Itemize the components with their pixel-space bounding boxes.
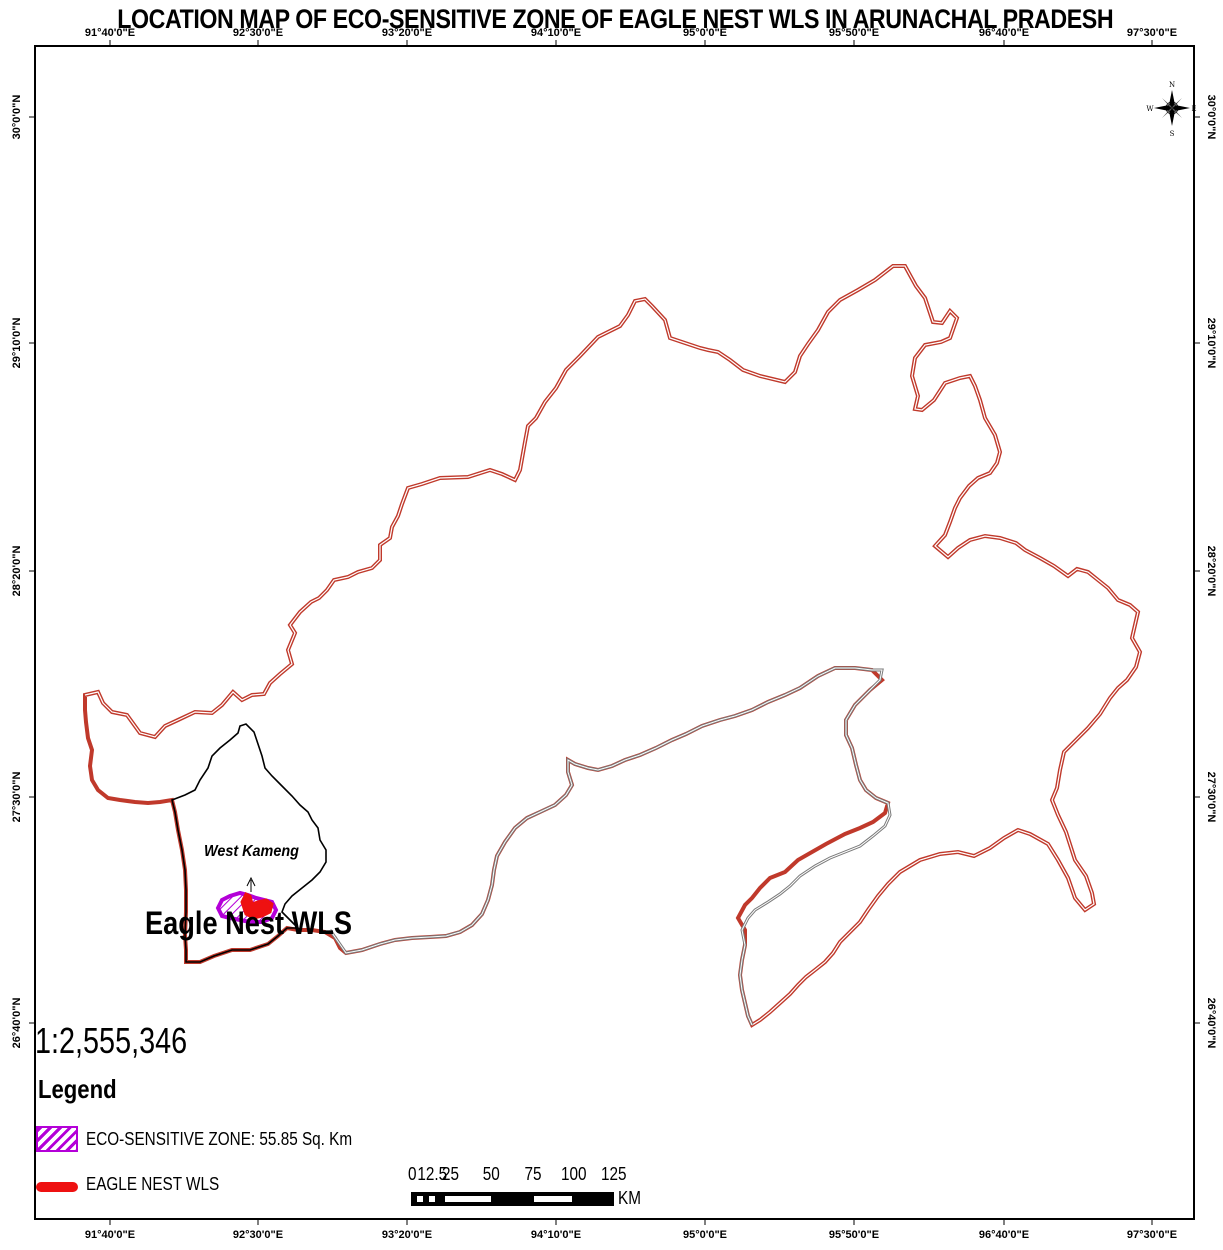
lon-label-top: 96°40'0"E (979, 27, 1029, 39)
lon-label-bottom: 93°20'0"E (382, 1229, 432, 1241)
legend-item-eco-sensitive-zone: ECO-SENSITIVE ZONE: 55.85 Sq. Km (36, 1126, 399, 1152)
label-leader-arrow (246, 876, 256, 887)
compass-rose-icon: N S E W (1146, 81, 1196, 138)
longitude-labels-bottom: 91°40'0"E 92°30'0"E 93°20'0"E 94°10'0"E … (85, 1229, 1177, 1241)
scale-bar-label: 100 (561, 1164, 587, 1184)
lon-label-bottom: 92°30'0"E (233, 1229, 283, 1241)
lon-label-top: 93°20'0"E (382, 27, 432, 39)
legend-title: Legend (38, 1074, 117, 1104)
neighbour-boundary (328, 666, 892, 1026)
eagle-nest-wls (240, 891, 274, 920)
lat-label-right: 26°40'0"N (1205, 998, 1217, 1049)
west-kameng-boundary (171, 723, 327, 963)
lon-label-bottom: 95°50'0"E (829, 1229, 879, 1241)
lat-label-left: 30°0'0"N (11, 95, 23, 140)
lon-label-top: 91°40'0"E (85, 27, 135, 39)
legend-swatch-line (36, 1181, 78, 1192)
lon-label-top: 95°50'0"E (829, 27, 879, 39)
lat-label-left: 27°30'0"N (11, 772, 23, 823)
lon-label-bottom: 94°10'0"E (531, 1229, 581, 1241)
lon-label-bottom: 97°30'0"E (1127, 1229, 1177, 1241)
compass-e: E (1191, 105, 1196, 113)
lat-label-left: 28°20'0"N (11, 546, 23, 597)
scale-bar-labels: 0 12.5 25 50 75 100 125 (408, 1164, 626, 1188)
lat-label-right: 27°30'0"N (1205, 772, 1217, 823)
legend-label: EAGLE NEST WLS (86, 1174, 220, 1194)
state-boundary-inner (84, 265, 1141, 1026)
lon-label-bottom: 95°0'0"E (683, 1229, 727, 1241)
scale-bar-label: 50 (482, 1164, 500, 1184)
lon-label-bottom: 96°40'0"E (979, 1229, 1029, 1241)
latitude-ticks (29, 116, 1200, 1024)
scale-bar-unit: KM (618, 1188, 641, 1208)
lat-label-right: 30°0'0"N (1205, 95, 1217, 140)
scale-bar (411, 1192, 614, 1206)
lat-label-right: 28°20'0"N (1205, 546, 1217, 597)
latitude-labels-right: 30°0'0"N 29°10'0"N 28°20'0"N 27°30'0"N 2… (1205, 95, 1217, 1049)
lon-label-top: 95°0'0"E (683, 27, 727, 39)
lon-label-top: 92°30'0"E (233, 27, 283, 39)
longitude-ticks (109, 40, 1153, 1225)
legend-item-eagle-nest-wls: EAGLE NEST WLS (36, 1174, 243, 1195)
scale-bar-label: 0 (408, 1164, 417, 1184)
latitude-labels-left: 30°0'0"N 29°10'0"N 28°20'0"N 27°30'0"N 2… (11, 95, 23, 1049)
map-frame (34, 45, 1195, 1220)
district-label: West Kameng (204, 843, 299, 860)
sanctuary-label: Eagle Nest WLS (145, 905, 353, 941)
compass-s: S (1170, 130, 1175, 138)
compass-n: N (1169, 81, 1175, 89)
lat-label-left: 26°40'0"N (11, 998, 23, 1049)
lat-label-right: 29°10'0"N (1205, 318, 1217, 369)
map-title: LOCATION MAP OF ECO-SENSITIVE ZONE OF EA… (117, 4, 1114, 34)
longitude-labels-top: 91°40'0"E 92°30'0"E 93°20'0"E 94°10'0"E … (85, 27, 1177, 39)
compass-w: W (1146, 105, 1154, 113)
scale-ratio: 1:2,555,346 (35, 1020, 188, 1061)
scale-bar-label: 12.5 (417, 1164, 448, 1184)
scale-bar-label: 75 (524, 1164, 542, 1184)
scale-bar-label: 125 (600, 1164, 627, 1184)
legend-swatch-hatched (36, 1126, 78, 1152)
lat-label-left: 29°10'0"N (11, 318, 23, 369)
lon-label-top: 97°30'0"E (1127, 27, 1177, 39)
neighbour-boundary-inner (329, 667, 891, 1026)
legend-label: ECO-SENSITIVE ZONE: 55.85 Sq. Km (86, 1128, 353, 1149)
scale-bar-label: 25 (442, 1164, 460, 1184)
lon-label-top: 94°10'0"E (531, 27, 581, 39)
lon-label-bottom: 91°40'0"E (85, 1229, 135, 1241)
